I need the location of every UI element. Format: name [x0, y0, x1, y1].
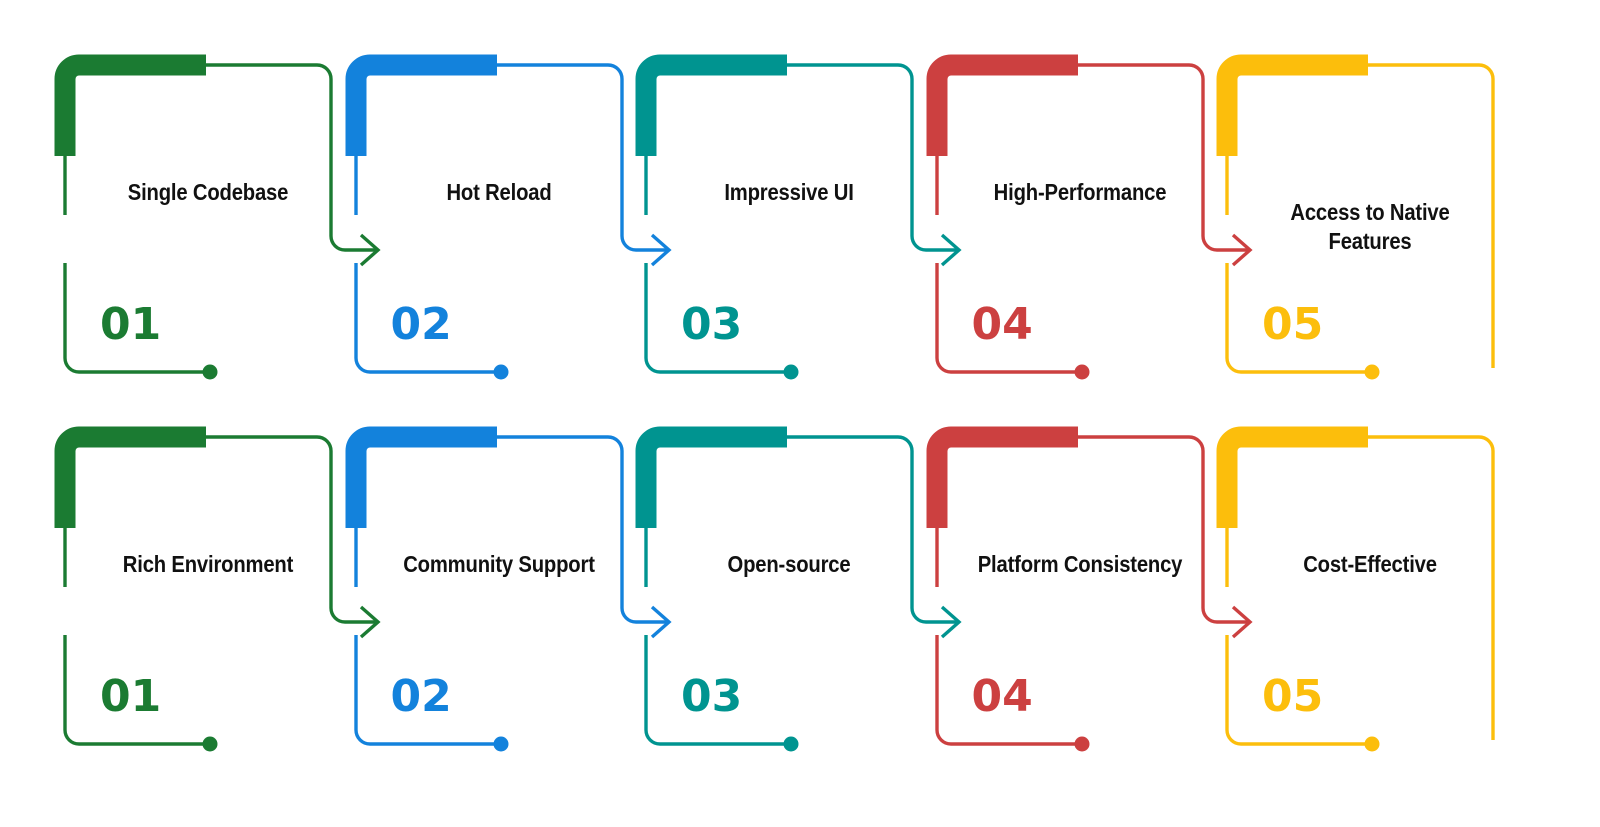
right-edge-to-arrow [787, 435, 957, 624]
bottom-end-dot [493, 364, 508, 380]
card-title: Open-source [727, 551, 851, 577]
card-frame [1216, 426, 1495, 752]
card-frame [635, 426, 962, 752]
card-frame [345, 426, 672, 752]
card-title: Access to Native Features [1290, 199, 1450, 255]
card-title: Community Support [402, 551, 595, 577]
feature-card-2-1[interactable]: Rich Environment 01 [54, 420, 381, 760]
feature-card-1-5[interactable]: Access to Native Features 05 [1216, 48, 1510, 388]
accent-corner-thick [926, 426, 1078, 528]
right-edge-to-arrow [1077, 63, 1248, 252]
arrow-head-icon [650, 233, 672, 267]
card-step-number: 02 [390, 671, 452, 722]
accent-corner-thick [54, 54, 206, 156]
card-title: Hot Reload [445, 179, 552, 205]
card-title: Rich Environment [122, 551, 294, 577]
left-edge-lower-thin [353, 635, 497, 746]
bottom-end-dot [1364, 736, 1380, 752]
arrow-head-icon [940, 605, 962, 639]
bottom-end-dot [202, 736, 218, 752]
feature-card-2-5[interactable]: Cost-Effective 05 [1216, 420, 1510, 760]
left-edge-lower-thin [63, 263, 206, 374]
feature-card-2-3[interactable]: Open-source 03 [635, 420, 962, 760]
card-frame [345, 54, 672, 380]
card-frame [54, 54, 381, 380]
feature-card-1-2[interactable]: Hot Reload 02 [345, 48, 672, 388]
card-step-number: 03 [681, 299, 743, 350]
card-frame [926, 426, 1253, 752]
bottom-end-dot [1364, 364, 1380, 380]
feature-card-2-2[interactable]: Community Support 02 [345, 420, 672, 760]
left-edge-lower-thin [63, 635, 206, 746]
right-edge-to-arrow [496, 435, 667, 624]
bottom-end-dot [493, 736, 508, 752]
right-edge-to-arrow [206, 63, 376, 252]
feature-card-1-3[interactable]: Impressive UI 03 [635, 48, 962, 388]
right-edge-plain [1368, 435, 1495, 740]
right-edge-to-arrow [496, 63, 667, 252]
accent-corner-thick [1216, 426, 1368, 528]
bottom-end-dot [1074, 736, 1089, 752]
card-frame [926, 54, 1253, 380]
left-edge-lower-thin [353, 263, 497, 374]
left-edge-lower-thin [644, 263, 787, 374]
bottom-end-dot [202, 364, 218, 380]
left-edge-lower-thin [934, 635, 1078, 746]
card-row-2: Rich Environment 01 Community Support 02 Ope… [0, 420, 1600, 760]
card-step-number: 02 [390, 299, 452, 350]
bottom-end-dot [783, 736, 799, 752]
arrow-head-icon [1231, 605, 1253, 639]
right-edge-to-arrow [787, 63, 957, 252]
card-step-number: 04 [971, 299, 1033, 350]
card-title: High-Performance [993, 179, 1166, 205]
arrow-head-icon [940, 233, 962, 267]
left-edge-lower-thin [934, 263, 1078, 374]
accent-corner-thick [54, 426, 206, 528]
card-frame [1216, 54, 1495, 380]
bottom-end-dot [1074, 364, 1089, 380]
feature-card-1-1[interactable]: Single Codebase 01 [54, 48, 381, 388]
left-edge-lower-thin [1225, 263, 1368, 374]
card-title: Cost-Effective [1303, 551, 1437, 577]
card-row-1: Single Codebase 01 Hot Reload 02 Impressive … [0, 48, 1600, 388]
accent-corner-thick [1216, 54, 1368, 156]
left-edge-lower-thin [1225, 635, 1368, 746]
right-edge-plain [1368, 63, 1495, 368]
card-step-number: 01 [100, 671, 162, 722]
bottom-end-dot [783, 364, 799, 380]
right-edge-to-arrow [1077, 435, 1248, 624]
arrow-head-icon [1231, 233, 1253, 267]
card-step-number: 05 [1262, 299, 1324, 350]
card-step-number: 04 [971, 671, 1033, 722]
accent-corner-thick [345, 54, 497, 156]
arrow-head-icon [359, 605, 381, 639]
accent-corner-thick [926, 54, 1078, 156]
arrow-head-icon [359, 233, 381, 267]
arrow-head-icon [650, 605, 672, 639]
accent-corner-thick [345, 426, 497, 528]
card-step-number: 01 [100, 299, 162, 350]
card-frame [54, 426, 381, 752]
card-title: Single Codebase [127, 179, 289, 205]
accent-corner-thick [635, 426, 787, 528]
card-step-number: 03 [681, 671, 743, 722]
left-edge-lower-thin [644, 635, 787, 746]
feature-card-1-4[interactable]: High-Performance 04 [926, 48, 1253, 388]
card-step-number: 05 [1262, 671, 1324, 722]
right-edge-to-arrow [206, 435, 376, 624]
card-frame [635, 54, 962, 380]
card-title: Platform Consistency [977, 551, 1182, 577]
feature-card-2-4[interactable]: Platform Consistency 04 [926, 420, 1253, 760]
card-title: Impressive UI [724, 179, 854, 205]
accent-corner-thick [635, 54, 787, 156]
